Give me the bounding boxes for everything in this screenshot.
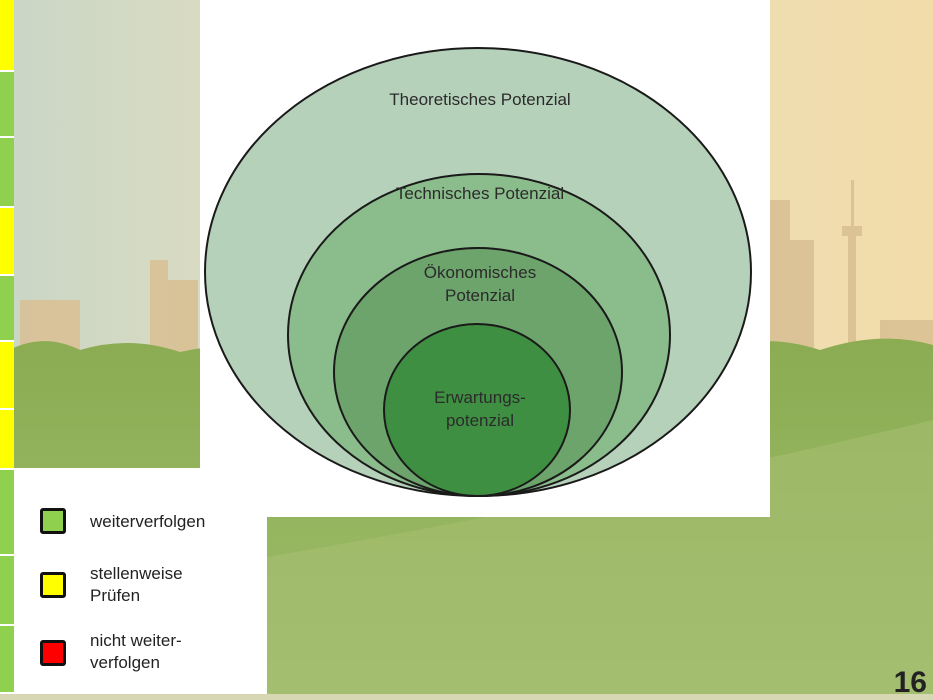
strip-segment <box>0 410 14 470</box>
legend-swatch-yellow <box>40 572 66 598</box>
strip-segment <box>0 208 14 276</box>
legend-swatch-red <box>40 640 66 666</box>
circle-erwartungspotenzial <box>383 323 571 497</box>
nested-circles <box>200 0 770 517</box>
strip-segment <box>0 138 14 208</box>
label-technisches-potenzial: Technisches Potenzial <box>395 184 565 203</box>
potential-diagram: Theoretisches Potenzial Technisches Pote… <box>200 0 770 520</box>
label-oekonomisches-potenzial: Ökonomisches Potenzial <box>423 263 537 305</box>
strip-segment <box>0 626 14 694</box>
strip-segment <box>0 470 14 556</box>
strip-segment <box>0 342 14 410</box>
legend-label-stellenweise-pruefen: stellenweise Prüfen <box>90 564 183 605</box>
label-erwartungspotenzial: Erwartungs- potenzial <box>434 388 526 430</box>
strip-segment <box>0 0 14 72</box>
strip-segment <box>0 556 14 626</box>
legend-label-nicht-weiterverfolgen: nicht weiter- verfolgen <box>90 631 182 672</box>
page-number: 16 <box>893 666 927 699</box>
strip-segment <box>0 276 14 342</box>
strip-segment <box>0 72 14 138</box>
status-strip <box>0 0 14 694</box>
legend-swatch-green <box>40 508 66 534</box>
legend: weiterverfolgen stellenweise Prüfen nich… <box>14 468 267 694</box>
legend-label-weiterverfolgen: weiterverfolgen <box>90 512 206 531</box>
label-theoretisches-potenzial: Theoretisches Potenzial <box>389 90 571 109</box>
